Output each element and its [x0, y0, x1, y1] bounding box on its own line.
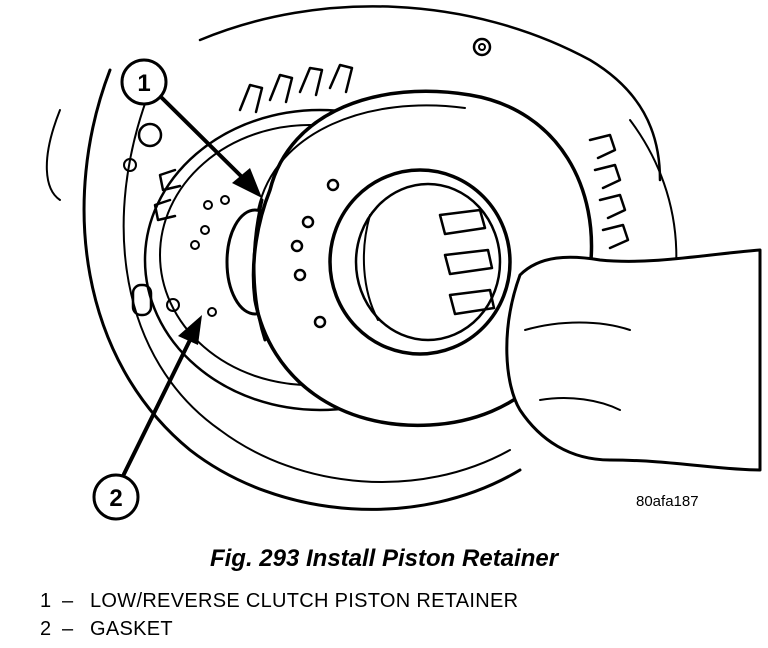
piston-retainer-illustration: 1 2 80afa187 [45, 5, 762, 521]
callout-2-circle [92, 473, 140, 521]
retainer-rim [257, 104, 466, 211]
legend-dash: – [62, 590, 74, 612]
gasket-hole [203, 200, 213, 210]
gasket-hole [220, 195, 230, 205]
case-outer-arc [82, 68, 522, 511]
callout-1-arrowhead [232, 168, 262, 198]
callout-1-circle [120, 58, 168, 106]
legend-item-2: 2–GASKET [40, 618, 173, 641]
gear-segment [588, 133, 630, 250]
hand-finger-line [524, 321, 631, 331]
clutch-teeth-top [238, 63, 354, 114]
retainer-bore [328, 168, 512, 356]
retainer-hole [301, 215, 315, 229]
case-hole [472, 37, 492, 57]
inner-hub-line [362, 214, 379, 321]
gasket-hole [200, 225, 210, 235]
retainer-edge [252, 198, 267, 342]
retainer-hole [290, 239, 304, 253]
callout-1-arrow-line [160, 96, 247, 182]
legend-dash: – [62, 618, 74, 640]
retainer-hole [293, 268, 307, 282]
figure-code: 80afa187 [636, 493, 699, 510]
callout-2-label: 2 [109, 485, 122, 512]
legend-item-1: 1–LOW/REVERSE CLUTCH PISTON RETAINER [40, 590, 518, 613]
case-hole [166, 298, 180, 312]
case-hole [478, 43, 486, 51]
case-inner-arc [122, 89, 511, 483]
legend-label: GASKET [90, 618, 173, 640]
callout-1-label: 1 [137, 70, 150, 97]
case-hole [123, 158, 137, 172]
callout-2-arrow-line [122, 338, 192, 476]
gasket-hole [190, 240, 200, 250]
hand [505, 248, 762, 472]
legend-label: LOW/REVERSE CLUTCH PISTON RETAINER [90, 590, 519, 612]
retainer-hole [313, 315, 327, 329]
retainer-bore-inner [354, 182, 502, 342]
case-hole [137, 122, 163, 148]
clutch-teeth-left [153, 168, 182, 222]
figure-caption: Fig. 293 Install Piston Retainer [209, 545, 559, 572]
legend-number: 1 [40, 590, 52, 612]
gasket-hole [207, 307, 217, 317]
hand-knuckle [539, 397, 621, 411]
retainer-hole [326, 178, 340, 192]
legend-number: 2 [40, 618, 52, 640]
case-top-arc [198, 5, 662, 182]
inner-tabs [438, 208, 496, 316]
callout-2-arrowhead [178, 315, 202, 345]
case-left-edge [45, 109, 61, 201]
